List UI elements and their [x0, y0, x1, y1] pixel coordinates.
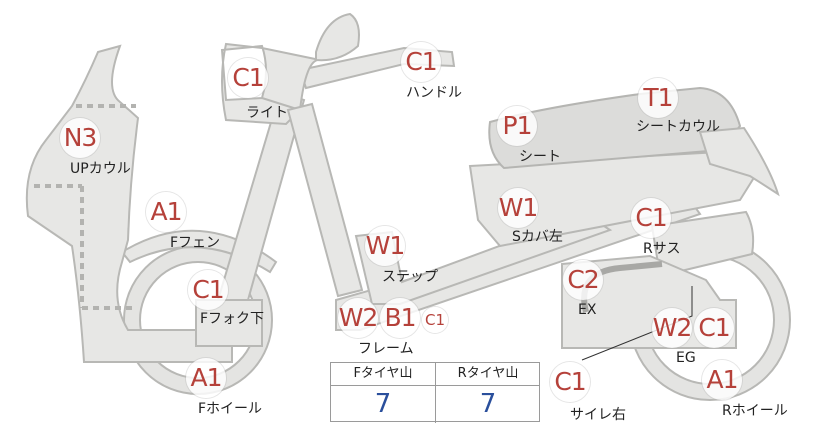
- muffler-right-label: サイレ右: [570, 407, 626, 423]
- frame-code-badge-b1[interactable]: B1: [380, 298, 420, 338]
- step-code-badge[interactable]: W1: [365, 226, 405, 266]
- frame-label: フレーム: [358, 341, 414, 357]
- light-label: ライト: [246, 105, 288, 121]
- table-divider: [435, 363, 436, 423]
- cowl-dash-lines: [34, 104, 136, 310]
- r-suspension-label: Rサス: [643, 241, 681, 257]
- mirror-shape: [315, 12, 360, 62]
- s-cover-left-label: Sカバ左: [512, 229, 563, 245]
- frame-code-badge-w2[interactable]: W2: [338, 298, 378, 338]
- seat-label: シート: [519, 149, 561, 165]
- f-wheel-code-badge[interactable]: A1: [186, 358, 226, 398]
- seat-code-badge[interactable]: P1: [497, 106, 537, 146]
- f-fork-lower-label: Fフォク下: [200, 311, 265, 327]
- r-wheel-label: Rホイール: [722, 403, 788, 419]
- rear-tread-header: Rタイヤ山: [436, 363, 540, 386]
- step-label: ステップ: [382, 269, 438, 285]
- handle-code-badge[interactable]: C1: [401, 42, 441, 82]
- s-cover-left-code-badge[interactable]: W1: [498, 188, 538, 228]
- r-wheel-code-badge[interactable]: A1: [702, 360, 742, 400]
- fork-lower-shape: [195, 299, 263, 347]
- engine-label: EG: [676, 350, 696, 366]
- up-cowl-label: UPカウル: [70, 161, 131, 177]
- front-tread-value[interactable]: 7: [374, 389, 392, 419]
- f-fender-label: Fフェン: [170, 235, 221, 251]
- engine-code-badge-w2[interactable]: W2: [652, 308, 692, 348]
- f-fork-lower-code-badge[interactable]: C1: [188, 270, 228, 310]
- up-cowl-code-badge[interactable]: N3: [60, 118, 100, 158]
- light-code-badge[interactable]: C1: [228, 58, 268, 98]
- exhaust-label: EX: [578, 302, 597, 318]
- engine-code-badge-c1[interactable]: C1: [694, 308, 734, 348]
- seat-cowl-code-badge[interactable]: T1: [638, 78, 678, 118]
- frame-down-tube: [286, 102, 364, 298]
- rear-tread-value[interactable]: 7: [479, 389, 497, 419]
- front-tread-header: Fタイヤ山: [331, 363, 435, 386]
- seat-cowl-label: シートカウル: [636, 119, 720, 135]
- leader-line: [581, 286, 693, 361]
- exhaust-code-badge[interactable]: C2: [563, 260, 603, 300]
- seat-shape: [488, 86, 742, 170]
- handle-label: ハンドル: [406, 85, 462, 101]
- engine-shape: [561, 254, 737, 349]
- r-suspension-code-badge[interactable]: C1: [631, 198, 671, 238]
- f-fender-code-badge[interactable]: A1: [146, 192, 186, 232]
- tyre-tread-table: Fタイヤ山 Rタイヤ山 7 7: [330, 362, 540, 423]
- f-wheel-label: Fホイール: [198, 401, 263, 417]
- muffler-right-code-badge[interactable]: C1: [550, 362, 590, 402]
- rear-suspension-shape: [650, 210, 755, 278]
- frame-code-badge-c1[interactable]: C1: [422, 307, 448, 333]
- seat-cowl-shape: [698, 126, 780, 197]
